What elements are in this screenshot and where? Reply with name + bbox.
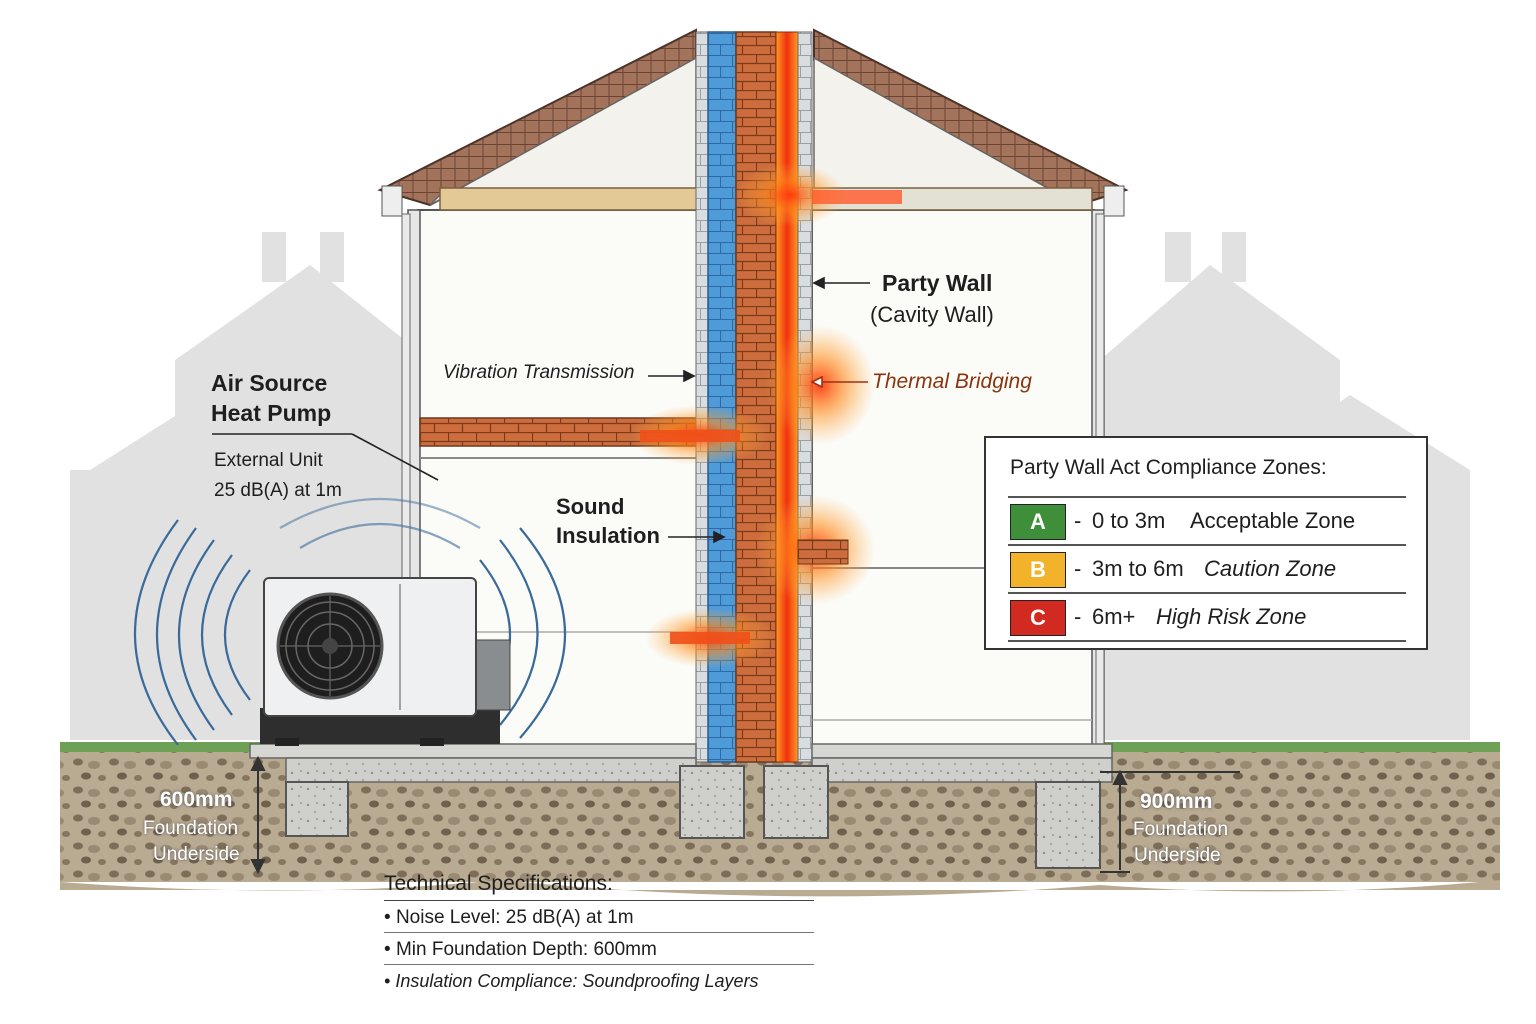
spec-insulation-compliance: • Insulation Compliance: Soundproofing L…	[384, 971, 759, 991]
left-foundation-depth: 600mm	[160, 788, 233, 811]
roof	[377, 28, 1129, 217]
right-foundation-line1: Foundation	[1133, 819, 1229, 840]
sound-label-line2: Insulation	[556, 523, 660, 548]
spec-noise-level: • Noise Level: 25 dB(A) at 1m	[384, 901, 814, 933]
zone-a-badge: A	[1010, 504, 1066, 540]
vibration-label: Vibration Transmission	[443, 362, 635, 383]
party-wall-label-line1: Party Wall	[882, 270, 993, 296]
right-floor-slab	[811, 743, 1113, 759]
thermal-bridge-hotspots	[630, 163, 902, 668]
left-foundation-line2: Underside	[153, 844, 240, 865]
heat-pump-rating: 25 dB(A) at 1m	[214, 480, 342, 501]
right-foundation-footing	[1035, 781, 1101, 869]
zone-c-description: High Risk Zone	[1156, 604, 1307, 629]
left-foundation-footing	[285, 781, 349, 837]
zone-b-badge: B	[1010, 552, 1066, 588]
heat-pump-unit	[260, 577, 511, 746]
legend-title: Party Wall Act Compliance Zones:	[1010, 456, 1327, 479]
spec-noise-label: Noise Level:	[395, 907, 501, 928]
compliance-zones-legend: Party Wall Act Compliance Zones: A - 0 t…	[984, 436, 1428, 650]
party-foundation-right	[763, 765, 829, 839]
zone-a-row: A - 0 to 3m Acceptable Zone	[1008, 496, 1406, 544]
party-wall-label-line2: (Cavity Wall)	[870, 302, 994, 327]
right-foundation-depth: 900mm	[1140, 790, 1213, 813]
thermal-bridging-label: Thermal Bridging	[872, 370, 1032, 393]
spec-insulation-label: Insulation Compliance:	[395, 971, 578, 991]
zone-c-row: C - 6m+ High Risk Zone	[1008, 592, 1406, 642]
spec-foundation-depth: • Min Foundation Depth: 600mm	[384, 933, 814, 965]
zone-a-description: Acceptable Zone	[1190, 508, 1356, 533]
heat-pump-title-line2: Heat Pump	[211, 400, 332, 426]
heat-pump-subtitle: External Unit	[214, 450, 323, 471]
technical-specifications: Technical Specifications: • Noise Level:…	[384, 872, 814, 995]
zone-c-badge: C	[1010, 600, 1066, 636]
zone-a-range: 0 to 3m	[1092, 508, 1166, 533]
zone-c-range: 6m+	[1092, 604, 1136, 629]
heat-pump-title-line1: Air Source	[211, 370, 328, 396]
spec-foundation-value: 600mm	[593, 939, 657, 960]
left-depth-arrow	[250, 755, 266, 875]
right-depth-arrow	[1100, 769, 1240, 873]
left-floor-slab	[249, 743, 697, 759]
specs-title: Technical Specifications:	[384, 872, 814, 901]
zone-b-description: Caution Zone	[1204, 556, 1337, 581]
spec-insulation-value: Soundproofing Layers	[582, 971, 759, 991]
right-foundation-line2: Underside	[1134, 845, 1221, 866]
left-foundation-line1: Foundation	[143, 818, 239, 839]
leader-lines	[212, 276, 870, 544]
party-foundation-left	[679, 765, 745, 839]
spec-noise-value: 25 dB(A) at 1m	[505, 907, 634, 928]
spec-foundation-label: Min Foundation Depth:	[395, 939, 589, 960]
sound-label-line1: Sound	[556, 494, 625, 519]
zone-b-row: B - 3m to 6m Caution Zone	[1008, 544, 1406, 592]
zone-b-range: 3m to 6m	[1092, 556, 1184, 581]
